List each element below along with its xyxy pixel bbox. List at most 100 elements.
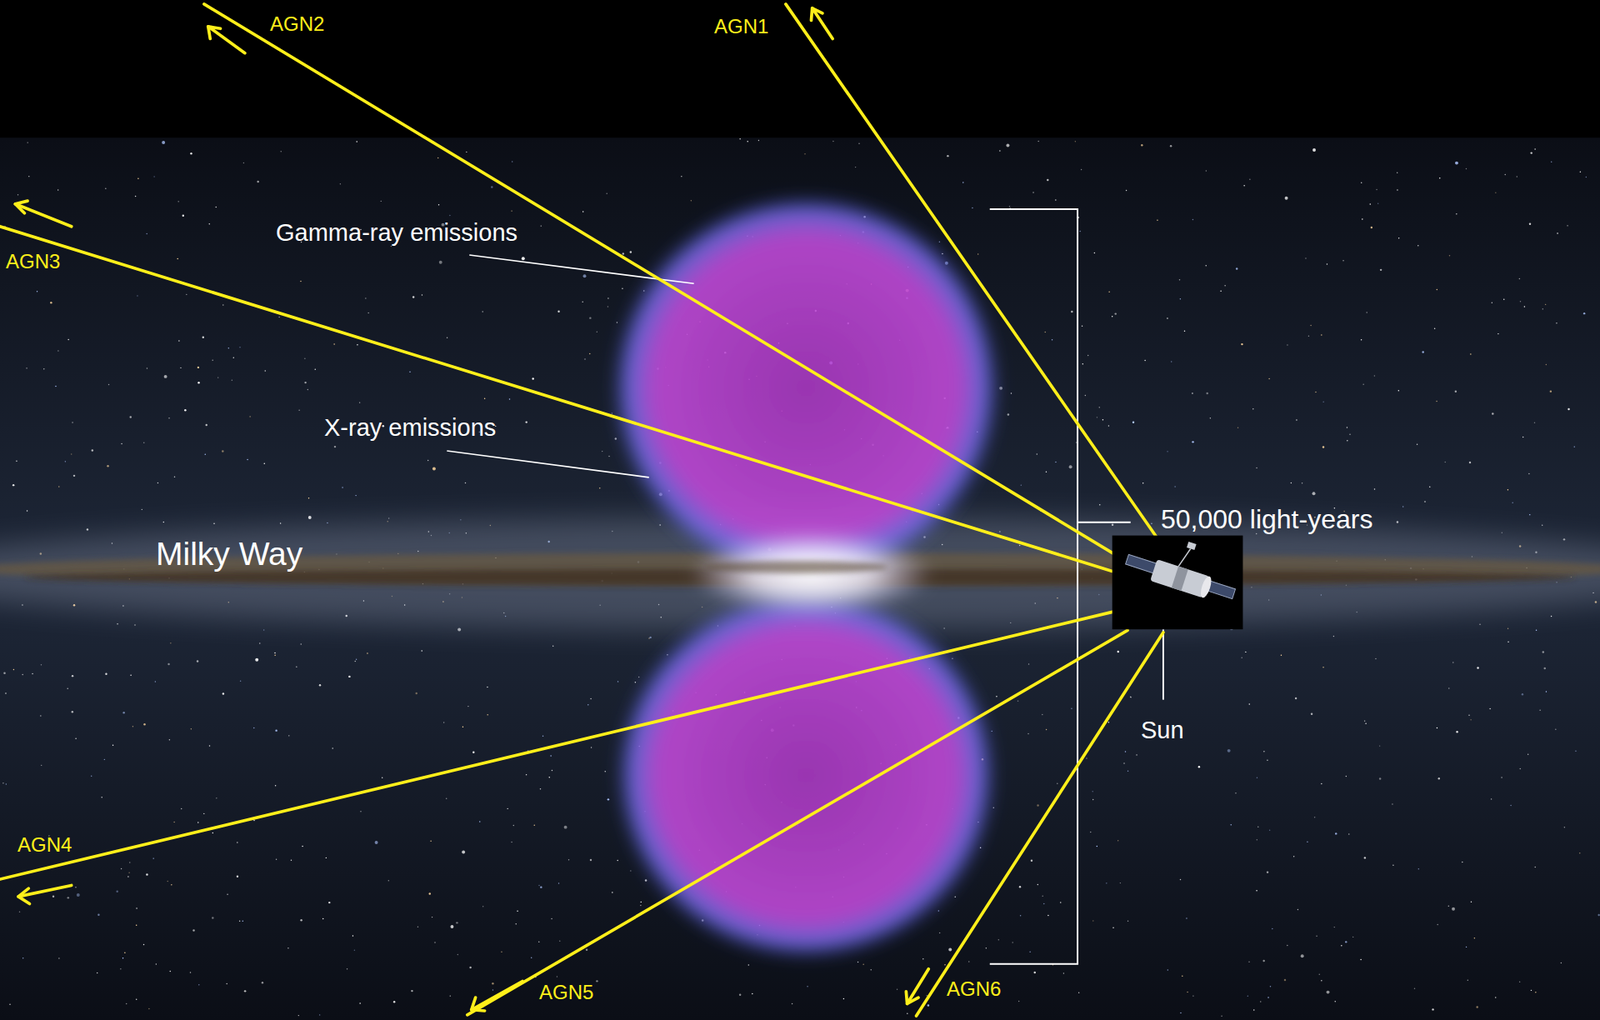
star: [1495, 192, 1496, 194]
star: [197, 381, 200, 384]
star: [1018, 1000, 1020, 1002]
star: [1431, 1008, 1434, 1010]
star: [1055, 461, 1056, 463]
star: [168, 417, 170, 419]
star: [1507, 640, 1509, 642]
star: [177, 200, 179, 202]
star: [1555, 322, 1557, 324]
star: [170, 970, 171, 972]
star: [1117, 650, 1120, 653]
star: [352, 935, 354, 936]
star: [1045, 729, 1047, 730]
star: [58, 957, 60, 959]
star: [1319, 974, 1320, 975]
star: [551, 770, 553, 771]
star: [1266, 870, 1269, 873]
star: [421, 294, 423, 295]
star: [243, 162, 245, 164]
star: [938, 910, 940, 911]
agn-label: AGN6: [946, 977, 1001, 1001]
star: [977, 253, 979, 255]
star: [1123, 762, 1125, 764]
star: [1365, 311, 1367, 313]
star: [197, 821, 199, 823]
star: [393, 1000, 395, 1003]
star: [1476, 666, 1479, 669]
star: [587, 704, 589, 705]
star: [1108, 290, 1110, 292]
star: [427, 460, 429, 461]
star: [167, 663, 170, 665]
star: [244, 990, 246, 992]
star: [492, 989, 494, 990]
star: [1374, 375, 1375, 376]
star: [1545, 304, 1546, 305]
star: [106, 465, 109, 467]
star: [1550, 161, 1552, 163]
star: [1392, 864, 1394, 865]
star: [1455, 161, 1459, 165]
star: [596, 330, 598, 332]
star: [645, 879, 647, 881]
star: [1230, 824, 1231, 825]
star: [213, 522, 215, 524]
star: [355, 140, 357, 142]
star: [274, 654, 275, 655]
star: [746, 140, 748, 142]
star: [215, 206, 216, 208]
star: [152, 857, 154, 859]
star: [1108, 721, 1110, 723]
star: [360, 810, 361, 812]
star: [1243, 185, 1245, 186]
star: [1310, 713, 1313, 715]
star: [1510, 805, 1511, 806]
star: [1495, 996, 1496, 998]
star: [1345, 940, 1347, 943]
star: [333, 343, 335, 345]
star: [1479, 624, 1480, 625]
star: [1398, 237, 1400, 239]
star: [616, 321, 618, 323]
star: [1461, 861, 1463, 863]
star: [108, 384, 110, 385]
star: [1085, 757, 1087, 759]
star: [1345, 775, 1347, 777]
star: [1490, 798, 1492, 800]
star: [1099, 504, 1100, 505]
star: [1043, 903, 1045, 905]
star: [145, 233, 147, 235]
star: [1545, 364, 1547, 365]
star: [434, 941, 435, 943]
star: [215, 797, 217, 799]
star: [190, 728, 192, 730]
star: [1237, 426, 1239, 428]
star: [1227, 749, 1231, 753]
star: [1340, 945, 1342, 946]
star: [457, 954, 459, 955]
star: [1524, 305, 1525, 307]
star: [1140, 144, 1143, 146]
star: [1295, 697, 1297, 700]
star: [1280, 654, 1282, 655]
star: [1445, 461, 1446, 463]
star: [1439, 177, 1440, 179]
star: [449, 215, 450, 216]
star: [985, 947, 987, 949]
star: [203, 813, 205, 815]
star: [280, 150, 281, 152]
star: [1448, 905, 1450, 907]
star: [322, 918, 324, 920]
star: [225, 983, 227, 985]
star: [1470, 901, 1472, 903]
star: [1555, 728, 1556, 730]
star: [1314, 816, 1315, 818]
star: [170, 642, 171, 644]
star: [690, 200, 692, 201]
star: [50, 301, 52, 304]
star: [1346, 426, 1348, 428]
star: [5, 692, 6, 694]
star: [1436, 924, 1438, 925]
star: [1070, 310, 1073, 313]
star: [1342, 260, 1344, 261]
star: [439, 260, 443, 265]
